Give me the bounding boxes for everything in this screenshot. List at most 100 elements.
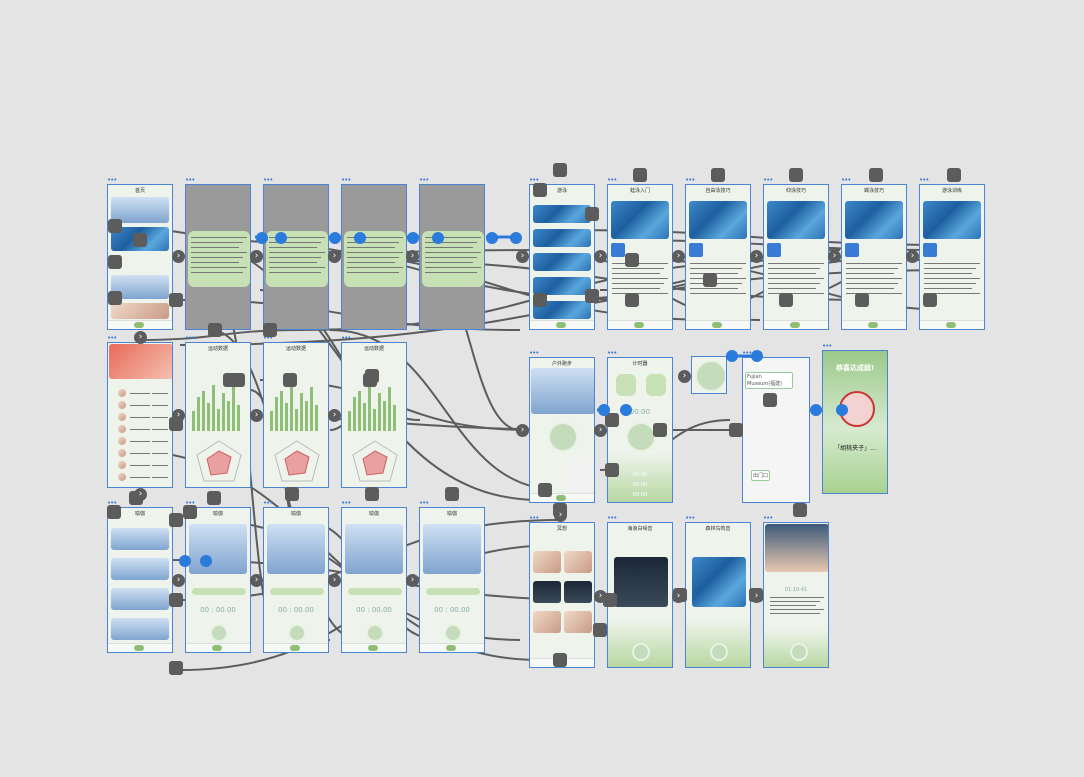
connector-handle[interactable] <box>538 483 552 497</box>
nav-active-pill[interactable] <box>711 322 722 328</box>
chevron-right-icon[interactable]: › <box>828 250 841 263</box>
connector-handle[interactable] <box>593 623 607 637</box>
link-endpoint[interactable] <box>620 404 632 416</box>
chevron-right-icon[interactable]: › <box>328 250 341 263</box>
more-dots-icon[interactable]: ••• <box>341 176 351 184</box>
reset-button[interactable] <box>646 374 666 396</box>
chevron-right-icon[interactable]: › <box>594 590 607 603</box>
frame-article-4[interactable] <box>419 184 485 330</box>
connector-handle[interactable] <box>703 273 717 287</box>
yoga-play-button[interactable] <box>288 624 306 642</box>
chevron-right-icon[interactable]: › <box>516 424 529 437</box>
chevron-right-icon[interactable]: › <box>594 250 607 263</box>
connector-handle[interactable] <box>711 168 725 182</box>
link-endpoint[interactable] <box>329 232 341 244</box>
more-dots-icon[interactable]: ••• <box>419 176 429 184</box>
chevron-right-icon[interactable]: › <box>678 370 691 383</box>
checkbox-card[interactable] <box>611 243 625 257</box>
frame-swim-detail-7[interactable]: 自由泳技巧 <box>685 184 751 330</box>
more-dots-icon[interactable]: ••• <box>685 176 695 184</box>
more-dots-icon[interactable]: ••• <box>263 499 273 507</box>
link-endpoint[interactable] <box>510 232 522 244</box>
link-endpoint[interactable] <box>810 404 822 416</box>
link-endpoint[interactable] <box>179 555 191 567</box>
frame-music-3[interactable]: 冥想01:10:41 <box>763 522 829 668</box>
frame-swim-detail-10[interactable]: 游泳训练 <box>919 184 985 330</box>
link-endpoint[interactable] <box>275 232 287 244</box>
nav-active-pill[interactable] <box>555 495 566 501</box>
connector-handle[interactable] <box>283 373 297 387</box>
swim-list-photo[interactable] <box>533 229 591 247</box>
connector-handle[interactable] <box>553 653 567 667</box>
more-dots-icon[interactable]: ••• <box>919 176 929 184</box>
more-dots-icon[interactable]: ••• <box>185 176 195 184</box>
more-dots-icon[interactable]: ••• <box>185 499 195 507</box>
yoga-play-button[interactable] <box>444 624 462 642</box>
frame-swim-detail-8[interactable]: 仰泳技巧 <box>763 184 829 330</box>
chevron-right-icon[interactable]: › <box>250 250 263 263</box>
connector-handle[interactable] <box>763 393 777 407</box>
connector-handle[interactable] <box>107 505 121 519</box>
connector-handle[interactable] <box>365 369 379 383</box>
nav-active-pill[interactable] <box>789 322 800 328</box>
nav-active-pill[interactable] <box>555 322 566 328</box>
connector-handle[interactable] <box>169 661 183 675</box>
checkbox-card[interactable] <box>767 243 781 257</box>
more-dots-icon[interactable]: ••• <box>841 176 851 184</box>
connector-handle[interactable] <box>285 487 299 501</box>
frame-article-3[interactable] <box>341 184 407 330</box>
connector-handle[interactable] <box>585 289 599 303</box>
yoga-play-button[interactable] <box>366 624 384 642</box>
frame-sport-data-3[interactable]: 运动数据 <box>341 342 407 488</box>
more-dots-icon[interactable]: ••• <box>685 514 695 522</box>
nav-active-pill[interactable] <box>945 322 956 328</box>
frame-swim-detail-6[interactable]: 蛙泳入门 <box>607 184 673 330</box>
more-dots-icon[interactable]: ••• <box>763 176 773 184</box>
more-dots-icon[interactable]: ••• <box>185 334 195 342</box>
connector-handle[interactable] <box>625 293 639 307</box>
connector-handle[interactable] <box>183 505 197 519</box>
yoga-list-photo[interactable] <box>111 558 169 580</box>
connector-handle[interactable] <box>869 168 883 182</box>
frame-diet[interactable] <box>107 342 173 488</box>
music-thumb[interactable] <box>564 581 592 603</box>
chevron-right-icon[interactable]: › <box>594 424 607 437</box>
chevron-right-icon[interactable]: › <box>406 250 419 263</box>
checkbox-card[interactable] <box>845 243 859 257</box>
connector-handle[interactable] <box>169 293 183 307</box>
connector-handle[interactable] <box>789 168 803 182</box>
chevron-right-icon[interactable]: › <box>250 574 263 587</box>
link-endpoint[interactable] <box>598 404 610 416</box>
connector-handle[interactable] <box>585 207 599 221</box>
nav-active-pill[interactable] <box>367 645 378 651</box>
frame-article-2[interactable] <box>263 184 329 330</box>
more-dots-icon[interactable]: ••• <box>419 499 429 507</box>
yoga-list-photo[interactable] <box>111 528 169 550</box>
chevron-right-icon[interactable]: › <box>750 590 763 603</box>
link-endpoint[interactable] <box>256 232 268 244</box>
swim-list-photo[interactable] <box>533 205 591 223</box>
nav-active-pill[interactable] <box>133 322 144 328</box>
more-dots-icon[interactable]: ••• <box>822 342 832 350</box>
pause-button[interactable] <box>710 643 728 661</box>
connector-handle[interactable] <box>207 491 221 505</box>
connector-handle[interactable] <box>605 413 619 427</box>
more-dots-icon[interactable]: ••• <box>742 349 752 357</box>
nav-active-pill[interactable] <box>289 645 300 651</box>
chevron-right-icon[interactable]: › <box>672 590 685 603</box>
chevron-right-icon[interactable]: › <box>172 574 185 587</box>
connector-handle[interactable] <box>947 168 961 182</box>
connector-handle[interactable] <box>208 323 222 337</box>
chevron-right-icon[interactable]: › <box>172 409 185 422</box>
more-dots-icon[interactable]: ••• <box>107 176 117 184</box>
link-endpoint[interactable] <box>726 350 738 362</box>
frame-music-0[interactable]: 冥想 <box>529 522 595 668</box>
chevron-right-icon[interactable]: › <box>134 331 147 344</box>
connector-handle[interactable] <box>605 463 619 477</box>
more-dots-icon[interactable]: ••• <box>263 334 273 342</box>
timer-pause-button[interactable] <box>626 422 656 452</box>
more-dots-icon[interactable]: ••• <box>263 176 273 184</box>
